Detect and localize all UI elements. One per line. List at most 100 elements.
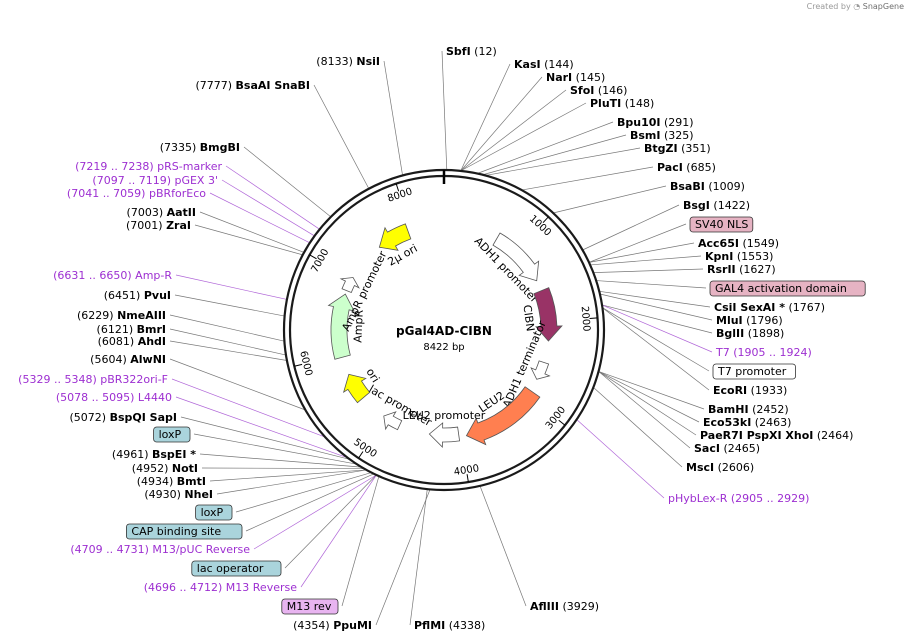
primer-label: pHybLex-R (2905 .. 2929) xyxy=(668,492,809,505)
enzyme-label: KasI (144) xyxy=(514,58,574,71)
label-right-24: PaeR7I PspXI XhoI (2464) xyxy=(700,429,853,442)
feature-arrow-ampr xyxy=(327,293,355,360)
leader-line xyxy=(601,304,713,334)
label-left-15: (5078 .. 5095) L4440 xyxy=(56,391,172,404)
enzyme-label: SacI (2465) xyxy=(694,442,760,455)
enzyme-label: (6229) NmeAIII xyxy=(77,309,166,322)
leader-line xyxy=(375,489,431,626)
primer-label: (5078 .. 5095) L4440 xyxy=(56,391,172,404)
leader-line xyxy=(598,371,697,436)
leader-line xyxy=(598,371,691,449)
tick-mark-1000 xyxy=(542,216,549,224)
label-left-24: (4709 .. 4731) M13/pUC Reverse xyxy=(70,543,250,556)
leader-line xyxy=(409,489,428,626)
leader-line xyxy=(341,476,380,607)
label-left-13: (5604) AlwNI xyxy=(90,353,166,366)
leader-line xyxy=(194,224,303,256)
feature-arrow-2-ori xyxy=(378,223,412,251)
feature-box-label: GAL4 activation domain xyxy=(715,282,847,295)
leader-line xyxy=(460,102,587,172)
label-left-10: (6229) NmeAIII xyxy=(77,309,166,322)
enzyme-label: NarI (145) xyxy=(546,71,605,84)
label-right-23: Eco53kI (2463) xyxy=(703,416,791,429)
leader-line xyxy=(243,146,332,218)
enzyme-label: (4934) BmtI xyxy=(137,475,206,488)
enzyme-label: SbfI (12) xyxy=(446,45,497,58)
leader-line xyxy=(460,89,567,172)
tick-mark-3000 xyxy=(558,419,566,426)
leader-line xyxy=(588,242,695,263)
enzyme-label: PluTI (148) xyxy=(590,97,654,110)
leader-line xyxy=(209,192,310,244)
leader-line xyxy=(460,76,543,172)
leader-line xyxy=(253,474,377,550)
tick-mark-5000 xyxy=(358,451,364,459)
feature-arrow-ampr-promoter xyxy=(339,277,360,294)
feature-arrow-adh1-promoter xyxy=(492,232,540,282)
feature-arrow-lac-promoter xyxy=(383,411,403,431)
enzyme-label: (7335) BmgBI xyxy=(160,141,240,154)
leader-line xyxy=(482,134,627,176)
label-right-18: BglII (1898) xyxy=(716,327,784,340)
tick-mark-7000 xyxy=(309,254,317,260)
primer-label: (7041 .. 7059) pBRforEco xyxy=(67,187,206,200)
enzyme-label: (8133) NsiI xyxy=(316,55,380,68)
label-right-7: BtgZI (351) xyxy=(644,142,711,155)
leader-line xyxy=(479,485,527,607)
leader-line xyxy=(602,307,710,372)
leader-line xyxy=(201,467,365,469)
leader-lines xyxy=(169,50,713,626)
label-right-12: Acc65I (1549) xyxy=(698,237,779,250)
snapgene-logo-icon: ◔ xyxy=(853,2,861,11)
label-right-11: SV40 NLS xyxy=(689,216,754,233)
leader-line xyxy=(598,371,700,423)
label-right-5: Bpu10I (291) xyxy=(617,116,694,129)
feature-box xyxy=(689,216,754,233)
enzyme-label: SfoI (146) xyxy=(570,84,627,97)
feature-label-cibn: CIBN xyxy=(520,304,537,332)
label-left-14: (5329 .. 5348) pBR322ori-F xyxy=(18,373,168,386)
feature-box xyxy=(281,598,339,615)
label-right-25: SacI (2465) xyxy=(694,442,760,455)
feature-arrow-leu2-promoter xyxy=(428,422,461,448)
leader-line xyxy=(216,469,367,495)
leader-line xyxy=(588,223,687,263)
feature-label-ampr: AmpR xyxy=(351,309,365,343)
label-left-6: (7003) AatII xyxy=(127,206,196,219)
label-right-19: T7 (1905 .. 1924) xyxy=(715,346,812,359)
primer-label: (4709 .. 4731) M13/pUC Reverse xyxy=(70,543,250,556)
leader-line xyxy=(245,473,375,532)
leader-line xyxy=(235,472,372,513)
tick-mark-4000 xyxy=(466,474,469,483)
feature-box xyxy=(712,363,796,380)
enzyme-label: AflIII (3929) xyxy=(530,600,599,613)
leader-line xyxy=(598,371,705,410)
leader-line xyxy=(601,304,713,353)
label-right-16: CsiI SexAI * (1767) xyxy=(714,301,825,314)
primer-label: (4696 .. 4712) M13 Reverse xyxy=(144,581,297,594)
label-left-7: (7001) ZraI xyxy=(126,219,191,232)
leader-line xyxy=(485,147,641,176)
leader-line xyxy=(582,204,680,251)
enzyme-label: PflMI (4338) xyxy=(414,619,485,632)
leader-line xyxy=(169,358,306,411)
tick-mark-2000 xyxy=(589,317,598,320)
leader-line xyxy=(169,340,287,361)
leader-line xyxy=(221,179,315,237)
enzyme-label: BsmI (325) xyxy=(630,129,694,142)
label-right-13: KpnI (1553) xyxy=(705,250,773,263)
leader-line xyxy=(193,433,357,465)
feature-box-label: loxP xyxy=(201,506,224,519)
enzyme-label: BglII (1898) xyxy=(716,327,784,340)
feature-arrow-cibn xyxy=(533,287,563,342)
feature-arrow-leu2 xyxy=(465,386,541,446)
feature-box-label: lac operator xyxy=(197,562,264,575)
enzyme-label: PacI (685) xyxy=(657,161,716,174)
feature-box-label: M13 rev xyxy=(287,600,332,613)
enzyme-label: BsaBI (1009) xyxy=(670,180,745,193)
label-right-26: MscI (2606) xyxy=(686,461,754,474)
leader-line xyxy=(602,307,710,391)
enzyme-label: EcoRI (1933) xyxy=(713,384,787,397)
label-right-1: KasI (144) xyxy=(514,58,574,71)
label-left-5: (7041 .. 7059) pBRforEco xyxy=(67,187,206,200)
